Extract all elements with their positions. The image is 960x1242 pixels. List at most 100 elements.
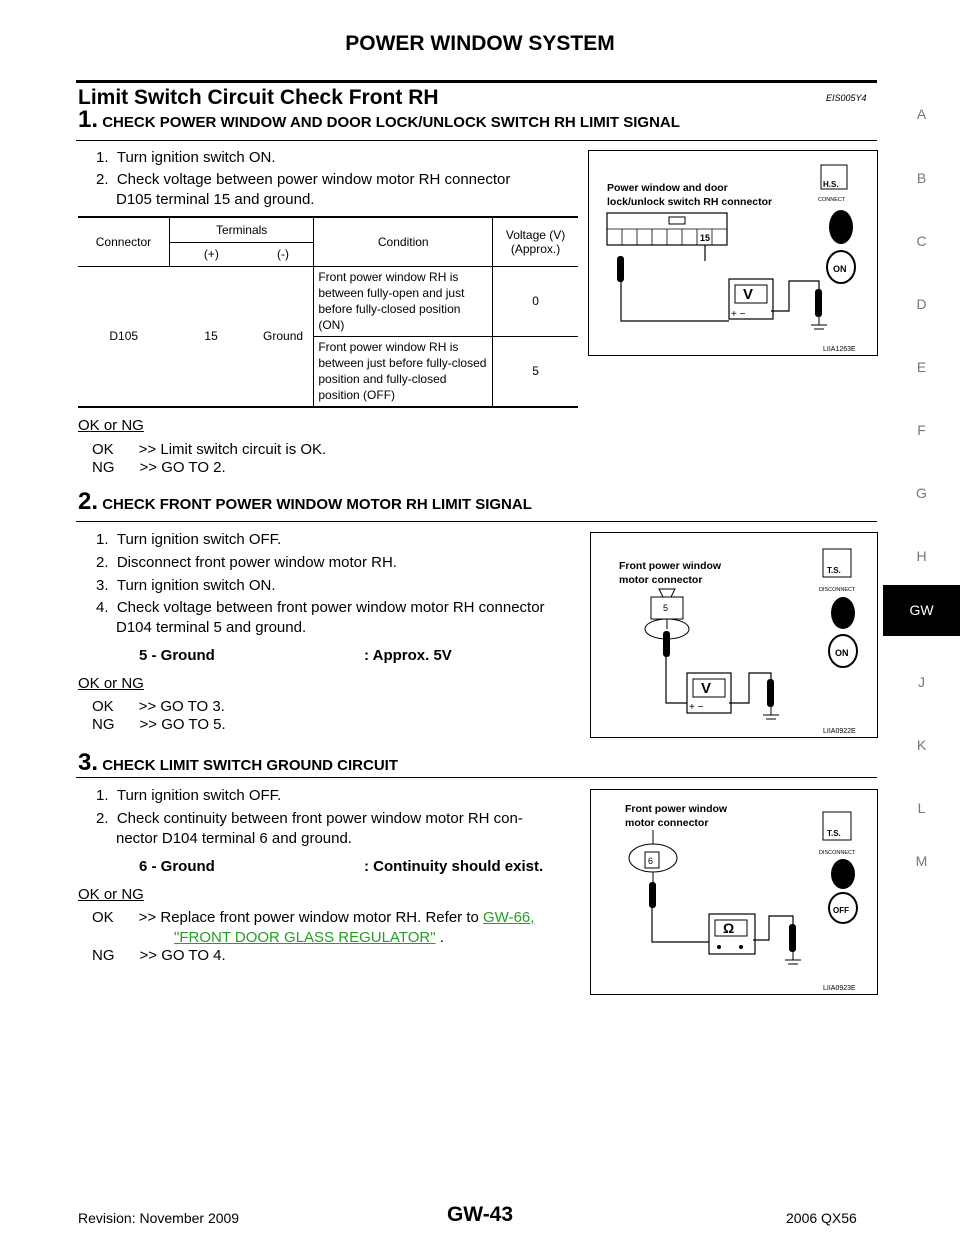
td-minus: Ground [252, 266, 315, 406]
step-3-ok-text: OK >> Replace front power window motor R… [92, 909, 479, 926]
step-2-item-3: 3. Turn ignition switch ON. [96, 577, 276, 594]
step-2-item-1: 1. Turn ignition switch OFF. [96, 531, 282, 548]
td-plus: 15 [204, 329, 218, 344]
step-2-ok: OK >> GO TO 3. [92, 698, 225, 715]
tab-c[interactable]: C [916, 233, 927, 249]
step-1-heading: 1. CHECK POWER WINDOW AND DOOR LOCK/UNLO… [78, 106, 680, 134]
step-2-ng: NG >> GO TO 5. [92, 716, 226, 733]
step-3-item-1: 1. Turn ignition switch OFF. [96, 787, 282, 804]
fig2-terminal: 5 [663, 603, 668, 613]
fig1-id: LIIA1263E [823, 346, 856, 353]
tab-b[interactable]: B [916, 170, 927, 186]
fig3-meter: Ω [723, 920, 734, 936]
fig2-connect: DISCONNECT [819, 587, 856, 593]
step-3-ng: NG >> GO TO 4. [92, 947, 226, 964]
fig1-meter: V [743, 286, 753, 303]
td-connector: D105 [109, 329, 139, 344]
header-rule [76, 80, 877, 83]
step-3-title: CHECK LIMIT SWITCH GROUND CIRCUIT [102, 757, 398, 774]
page-header-title: POWER WINDOW SYSTEM [345, 32, 615, 55]
footer-page-number: GW-43 [446, 1203, 514, 1226]
step-3-rule [76, 777, 877, 778]
step-2-title: CHECK FRONT POWER WINDOW MOTOR RH LIMIT … [102, 496, 532, 513]
step-3-item-2-cont: nector D104 terminal 6 and ground. [116, 830, 352, 847]
step-1-item-2-cont: D105 terminal 15 and ground. [116, 191, 315, 208]
fig3-label-1: Front power window [625, 803, 728, 815]
step-2-okng: OK or NG [78, 675, 144, 692]
step-2-heading: 2. CHECK FRONT POWER WINDOW MOTOR RH LIM… [78, 488, 532, 516]
fig3-terminal: 6 [648, 856, 653, 866]
fig1-connect: CONNECT [818, 197, 846, 203]
fig2-label-1: Front power window [619, 560, 722, 572]
step-1-spec-table: Connector Terminals Condition Voltage (V… [78, 216, 578, 408]
fig1-on: ON [833, 264, 847, 274]
step-1-okng: OK or NG [78, 417, 144, 434]
tab-a[interactable]: A [916, 106, 927, 122]
fig2-badge: T.S. [827, 566, 841, 575]
step-2-item-4: 4. Check voltage between front power win… [96, 599, 545, 616]
tab-e[interactable]: E [916, 359, 927, 375]
step-3-heading: 3. CHECK LIMIT SWITCH GROUND CIRCUIT [78, 749, 398, 777]
tab-m[interactable]: M [915, 853, 928, 869]
figure-liia0922e: Front power window motor connector 5 V +… [590, 532, 878, 738]
fig2-meter: V [701, 680, 711, 697]
th-terminals: Terminals [169, 218, 315, 243]
step-3-item-2: 2. Check continuity between front power … [96, 810, 523, 827]
step-3-ok-cont: "FRONT DOOR GLASS REGULATOR" . [174, 928, 444, 948]
tab-gw-active[interactable]: GW [883, 585, 960, 636]
tab-l[interactable]: L [917, 800, 926, 816]
td-voltage-on: 0 [492, 266, 578, 337]
th-plus: (+) [203, 247, 219, 261]
tab-j[interactable]: J [918, 674, 925, 690]
fig3-id: LIIA0923E [823, 985, 856, 992]
step-2-spec-right: : Approx. 5V [364, 647, 452, 664]
step-2-item-2: 2. Disconnect front power window motor R… [96, 554, 397, 571]
fig2-label-2: motor connector [619, 574, 702, 586]
step-3-spec-right: : Continuity should exist. [364, 858, 544, 875]
td-condition-off: Front power window RH is between just be… [313, 336, 494, 406]
link-front-door-glass-regulator[interactable]: "FRONT DOOR GLASS REGULATOR" [174, 929, 436, 946]
link-gw-66[interactable]: GW-66, [483, 909, 535, 926]
th-connector: Connector [78, 218, 170, 266]
step-1-ng: NG >> GO TO 2. [92, 459, 226, 476]
step-1-title: CHECK POWER WINDOW AND DOOR LOCK/UNLOCK … [102, 114, 680, 131]
footer-revision: Revision: November 2009 [78, 1210, 240, 1226]
step-2-number: 2. [78, 488, 99, 515]
th-condition: Condition [313, 218, 494, 266]
section-code: EIS005Y4 [826, 93, 867, 103]
svg-text:+ −: + − [731, 309, 746, 320]
step-2-rule [76, 521, 877, 522]
fig2-id: LIIA0922E [823, 728, 856, 735]
fig3-off: OFF [833, 906, 849, 915]
step-1-number: 1. [78, 106, 99, 133]
fig1-terminal: 15 [700, 233, 710, 243]
section-title: Limit Switch Circuit Check Front RH [78, 86, 439, 109]
svg-text:+ −: + − [689, 702, 704, 713]
tab-g[interactable]: G [916, 485, 927, 501]
th-minus: (-) [252, 242, 315, 266]
tab-k[interactable]: K [916, 737, 927, 753]
tab-d[interactable]: D [916, 296, 927, 312]
fig1-label-2: lock/unlock switch RH connector [607, 196, 772, 208]
step-1-item-1: 1. Turn ignition switch ON. [96, 149, 276, 166]
step-3-ok: OK >> Replace front power window motor R… [92, 908, 534, 928]
figure-liia1263e: Power window and door lock/unlock switch… [588, 150, 878, 356]
tab-h[interactable]: H [916, 548, 927, 564]
fig1-badge: H.S. [823, 180, 839, 189]
fig2-on: ON [835, 648, 849, 658]
step-3-number: 3. [78, 749, 99, 776]
th-voltage: Voltage (V) (Approx.) [505, 227, 566, 256]
step-3-ok-tail: . [435, 929, 444, 946]
step-2-item-4-cont: D104 terminal 5 and ground. [116, 619, 307, 636]
step-3-okng: OK or NG [78, 886, 144, 903]
tab-f[interactable]: F [917, 422, 926, 438]
footer-model: 2006 QX56 [786, 1210, 857, 1226]
section-index-tabs: A B C D E F G H GW J K L M [883, 0, 960, 1242]
td-condition-on: Front power window RH is between fully-o… [313, 266, 494, 337]
td-voltage-off: 5 [532, 364, 539, 379]
step-1-rule [76, 140, 877, 141]
fig3-badge: T.S. [827, 829, 841, 838]
figure-liia0923e: Front power window motor connector 6 Ω T… [590, 789, 878, 995]
fig3-label-2: motor connector [625, 817, 708, 829]
step-2-spec-left: 5 - Ground [139, 647, 215, 664]
